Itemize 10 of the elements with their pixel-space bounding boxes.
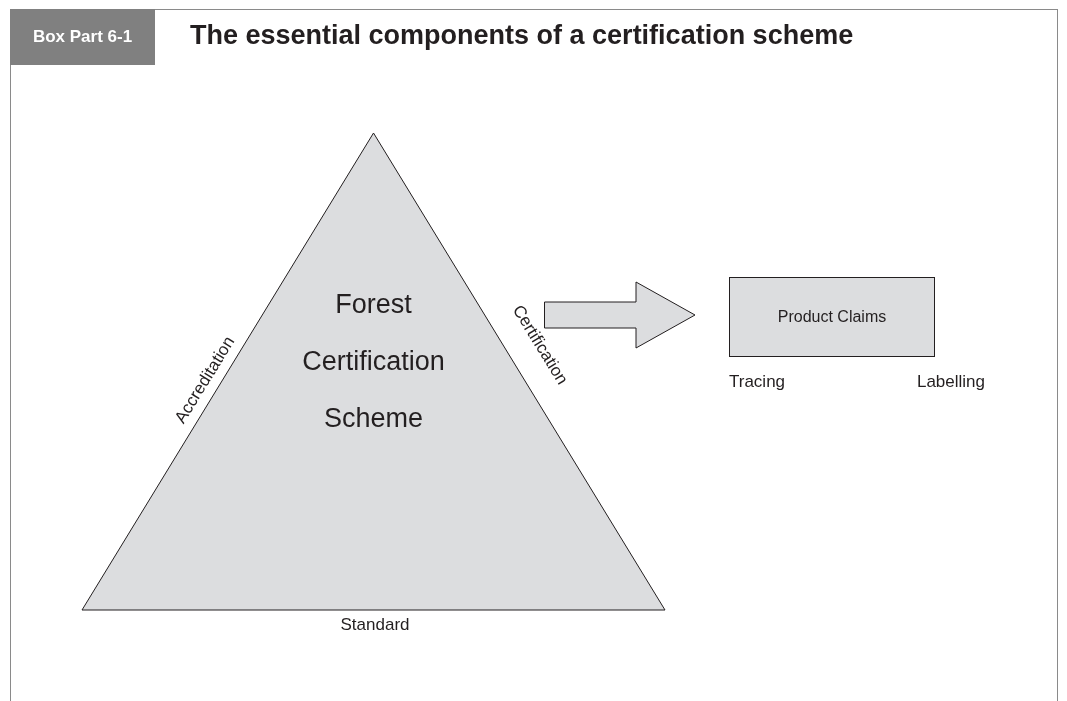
block-arrow [544, 281, 696, 349]
triangle-shape [82, 133, 665, 610]
box-tag: Box Part 6-1 [10, 9, 155, 65]
node-label: Forest Certification Scheme [301, 288, 446, 435]
process-box [729, 277, 935, 357]
side-label: Labelling [916, 372, 985, 392]
side-label: Standard [340, 615, 410, 635]
side-label: Tracing [729, 372, 786, 392]
node-label: Product Claims [777, 308, 887, 326]
title: The essential components of a certification scheme [190, 20, 854, 51]
